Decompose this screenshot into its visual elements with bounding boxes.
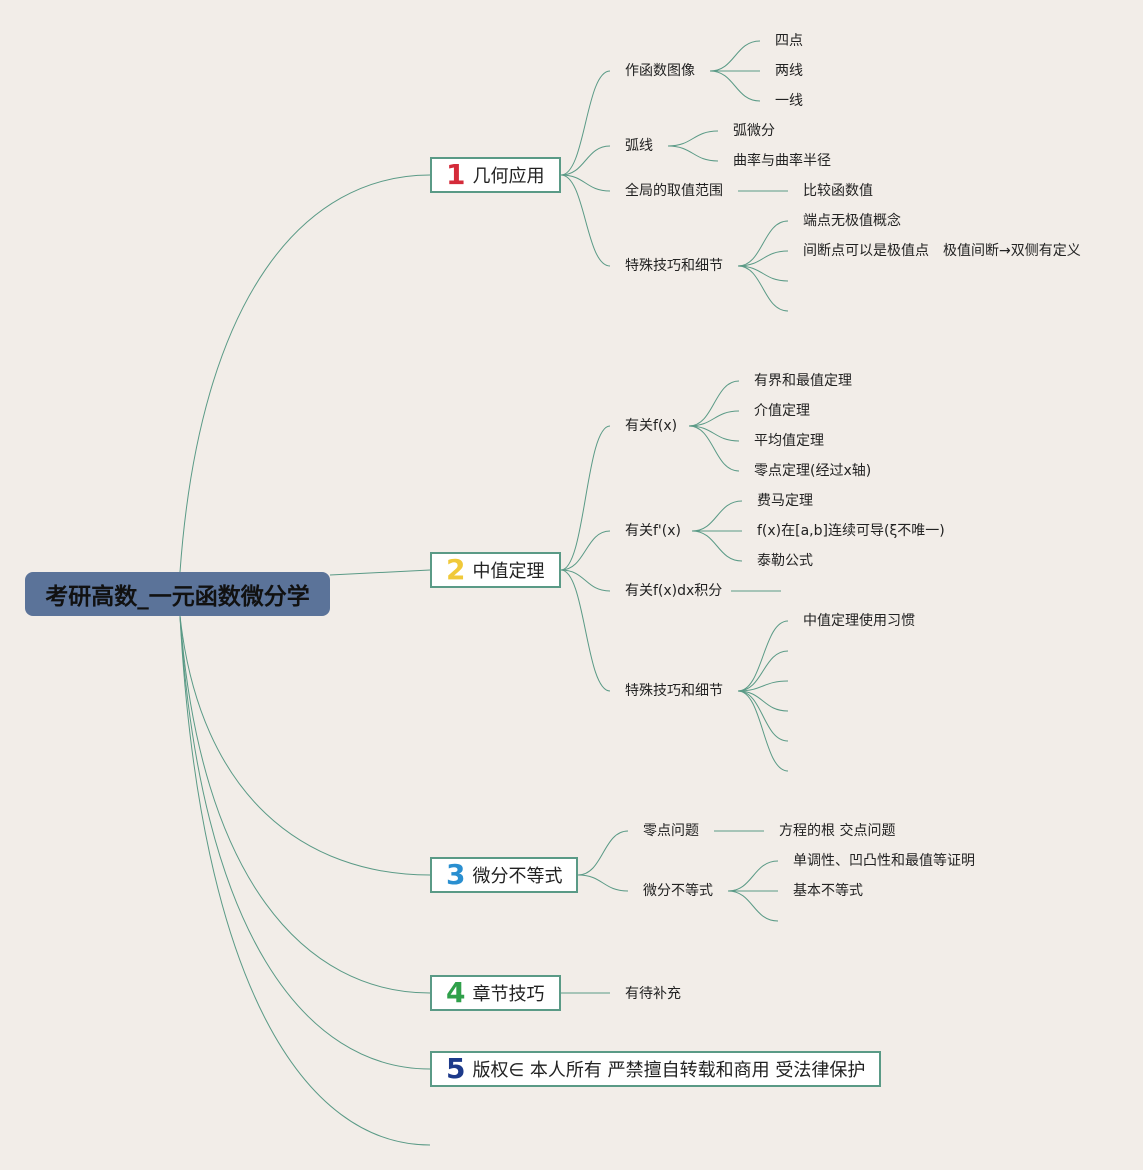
topic-special-tips-1[interactable]: 特殊技巧和细节 xyxy=(625,258,723,274)
connector xyxy=(737,650,789,692)
topic-about-fpx[interactable]: 有关f'(x) xyxy=(625,523,681,539)
root-link-4 xyxy=(179,615,431,994)
topic-zero-problem[interactable]: 零点问题 xyxy=(643,823,699,839)
leaf-monotonic-proof[interactable]: 单调性、凹凸性和最值等证明 xyxy=(793,853,975,869)
connector xyxy=(737,265,789,282)
branch-mean-value-theorem[interactable]: 2 中值定理 xyxy=(430,552,561,588)
connector xyxy=(737,250,789,267)
connector xyxy=(737,220,789,267)
branch-number: 2 xyxy=(446,553,466,586)
leaf-basic-inequality[interactable]: 基本不等式 xyxy=(793,883,863,899)
root-link-1 xyxy=(179,174,431,573)
branch-label: 微分不等式 xyxy=(472,866,563,887)
topic-special-tips-2[interactable]: 特殊技巧和细节 xyxy=(625,683,723,699)
branch-copyright[interactable]: 5 版权∈ 本人所有 严禁擅自转载和商用 受法律保护 xyxy=(430,1051,881,1087)
connector xyxy=(691,530,743,562)
branch-differential-inequality[interactable]: 3 微分不等式 xyxy=(430,857,578,893)
leaf-four-points[interactable]: 四点 xyxy=(775,33,803,49)
leaf-arc-differential[interactable]: 弧微分 xyxy=(733,123,775,139)
leaf-fermat[interactable]: 费马定理 xyxy=(757,493,813,509)
connector xyxy=(560,530,611,571)
connector xyxy=(737,690,789,742)
branch-number: 4 xyxy=(446,976,466,1009)
connector xyxy=(667,145,719,162)
b1-l1 xyxy=(560,70,611,176)
root-link-2 xyxy=(329,569,431,576)
root-label: 考研高数_一元函数微分学 xyxy=(45,584,310,610)
branch-chapter-tips[interactable]: 4 章节技巧 xyxy=(430,975,561,1011)
connector xyxy=(737,620,789,692)
b1-l4 xyxy=(560,174,611,267)
leaf-continuous-differentiable[interactable]: f(x)在[a,b]连续可导(ξ不唯一) xyxy=(757,523,945,539)
branch-geometry-applications[interactable]: 1 几何应用 xyxy=(430,157,561,193)
connector xyxy=(737,690,789,712)
connector xyxy=(709,40,761,72)
connector xyxy=(727,890,779,922)
leaf-taylor[interactable]: 泰勒公式 xyxy=(757,553,813,569)
leaf-one-line[interactable]: 一线 xyxy=(775,93,803,109)
connector xyxy=(727,860,779,892)
topic-diff-inequality[interactable]: 微分不等式 xyxy=(643,883,713,899)
branch-number: 5 xyxy=(446,1052,466,1085)
topic-to-be-added[interactable]: 有待补充 xyxy=(625,986,681,1002)
topic-arc[interactable]: 弧线 xyxy=(625,138,653,154)
leaf-mean-value[interactable]: 平均值定理 xyxy=(754,433,824,449)
leaf-bounded-extremum[interactable]: 有界和最值定理 xyxy=(754,373,852,389)
b1-l3 xyxy=(560,174,611,192)
leaf-compare-values[interactable]: 比较函数值 xyxy=(803,183,873,199)
connector xyxy=(667,130,719,147)
b1-l2 xyxy=(560,145,611,176)
branch-label: 版权∈ 本人所有 严禁擅自转载和商用 受法律保护 xyxy=(472,1060,866,1081)
connector xyxy=(691,500,743,532)
connector xyxy=(560,569,611,692)
connector xyxy=(737,680,789,692)
connector xyxy=(688,425,740,442)
leaf-curvature[interactable]: 曲率与曲率半径 xyxy=(733,153,831,169)
leaf-discontinuity-extremum[interactable]: 间断点可以是极值点 xyxy=(803,243,929,259)
root-link-5 xyxy=(179,615,431,1070)
branch-number: 1 xyxy=(446,158,466,191)
connector xyxy=(688,410,740,427)
root-link-6 xyxy=(179,615,431,1146)
connector xyxy=(709,70,761,102)
connector xyxy=(577,874,629,892)
leaf-intermediate-value[interactable]: 介值定理 xyxy=(754,403,810,419)
leaf-root-intersection[interactable]: 方程的根 交点问题 xyxy=(779,823,896,839)
branch-label: 章节技巧 xyxy=(472,984,545,1005)
connector xyxy=(737,265,789,312)
connector xyxy=(688,425,740,472)
leaf-mvt-habits[interactable]: 中值定理使用习惯 xyxy=(803,613,915,629)
root-node[interactable]: 考研高数_一元函数微分学 xyxy=(25,572,330,616)
branch-label: 几何应用 xyxy=(472,166,545,187)
branch-label: 中值定理 xyxy=(472,561,545,582)
leaf-extremum-two-sided[interactable]: 极值间断→双侧有定义 xyxy=(943,243,1081,259)
connector xyxy=(560,425,611,571)
connector xyxy=(560,569,611,592)
leaf-zero-point[interactable]: 零点定理(经过x轴) xyxy=(754,463,872,479)
topic-global-range[interactable]: 全局的取值范围 xyxy=(625,183,723,199)
leaf-two-lines[interactable]: 两线 xyxy=(775,63,803,79)
root-link-3 xyxy=(179,615,431,876)
connector xyxy=(737,690,789,772)
topic-integral[interactable]: 有关f(x)dx积分 xyxy=(625,583,723,599)
leaf-endpoint-no-extremum[interactable]: 端点无极值概念 xyxy=(803,213,901,229)
topic-function-graph[interactable]: 作函数图像 xyxy=(625,63,695,79)
branch-number: 3 xyxy=(446,858,466,891)
topic-about-fx[interactable]: 有关f(x) xyxy=(625,418,678,434)
connector xyxy=(577,830,629,876)
connector xyxy=(688,380,740,427)
